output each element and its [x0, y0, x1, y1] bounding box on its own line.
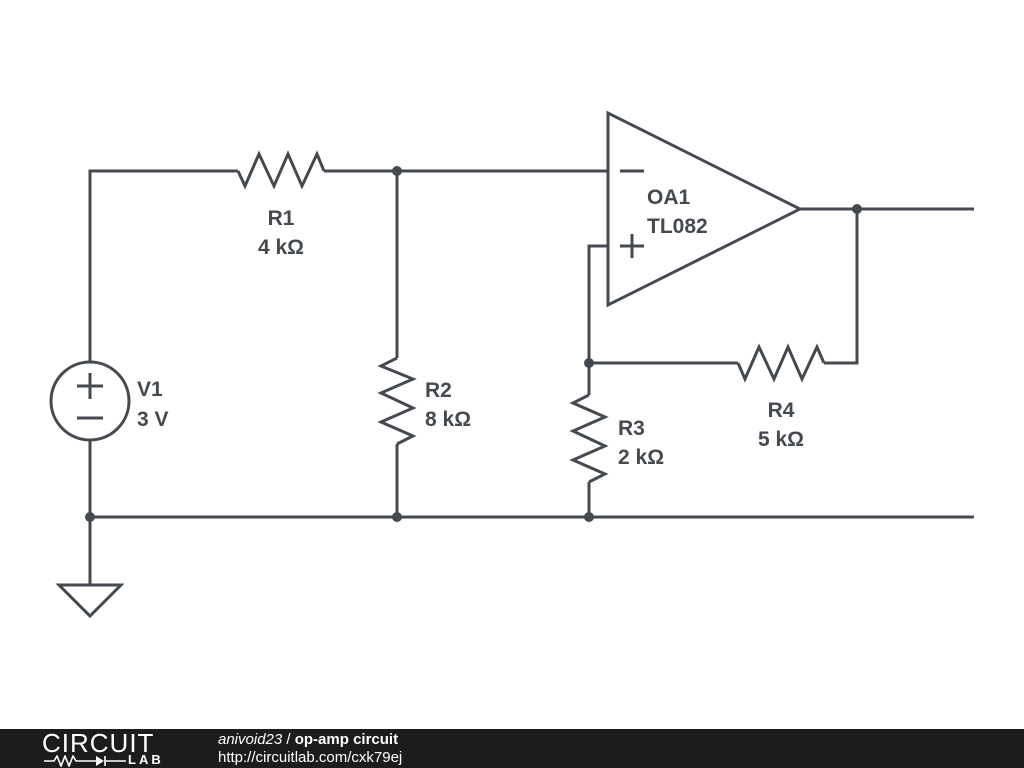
junction-dot — [392, 166, 402, 176]
r3-value-label: 2 kΩ — [618, 446, 664, 469]
resistor-r4[interactable] — [736, 343, 826, 383]
wire-r4-to-output — [824, 209, 859, 365]
logo-resistor-diode-icon — [44, 755, 126, 767]
v1-value-label: 3 V — [137, 408, 169, 431]
byline-separator: / — [282, 731, 295, 748]
r3-name-label: R3 — [618, 417, 645, 440]
logo-text-lab: LAB — [128, 752, 164, 767]
wire-v1-to-r1 — [88, 169, 238, 362]
author-link[interactable]: anivoid23 — [218, 731, 283, 748]
junction-dot — [584, 512, 594, 522]
junction-dot — [852, 204, 862, 214]
voltage-source-v1[interactable] — [49, 360, 131, 442]
r2-name-label: R2 — [425, 379, 452, 402]
circuit-title[interactable]: op-amp circuit — [294, 731, 399, 748]
schematic-canvas: R1 4 kΩ R2 8 kΩ R3 2 kΩ R4 5 kΩ V1 3 V O… — [49, 110, 974, 619]
wires — [88, 169, 974, 585]
r4-name-label: R4 — [768, 399, 795, 422]
resistor-r3[interactable] — [569, 393, 609, 484]
r4-value-label: 5 kΩ — [758, 428, 804, 451]
wire-opamp-plus — [587, 244, 608, 395]
junction-dot — [392, 512, 402, 522]
footer-bar: CIRCUIT LAB anivoid23 / op-amp circuit h… — [0, 729, 1024, 768]
junctions — [85, 166, 862, 522]
opamp-oa1[interactable] — [606, 110, 804, 308]
circuitlab-logo[interactable]: CIRCUIT LAB — [0, 729, 180, 768]
junction-dot — [584, 358, 594, 368]
circuit-byline: anivoid23 / op-amp circuit — [218, 731, 398, 748]
oa1-name-label: OA1 — [647, 186, 691, 209]
circuit-url-link[interactable]: http://circuitlab.com/cxk79ej — [218, 749, 403, 766]
r1-value-label: 4 kΩ — [258, 236, 304, 259]
v1-name-label: V1 — [137, 378, 163, 401]
logo-text-circuit: CIRCUIT — [42, 728, 155, 758]
junction-dot — [85, 512, 95, 522]
r1-name-label: R1 — [268, 207, 295, 230]
ground-icon — [55, 583, 125, 619]
oa1-model-label: TL082 — [647, 215, 708, 238]
resistor-r1[interactable] — [236, 150, 326, 190]
r2-value-label: 8 kΩ — [425, 408, 471, 431]
resistor-r2[interactable] — [377, 356, 417, 446]
